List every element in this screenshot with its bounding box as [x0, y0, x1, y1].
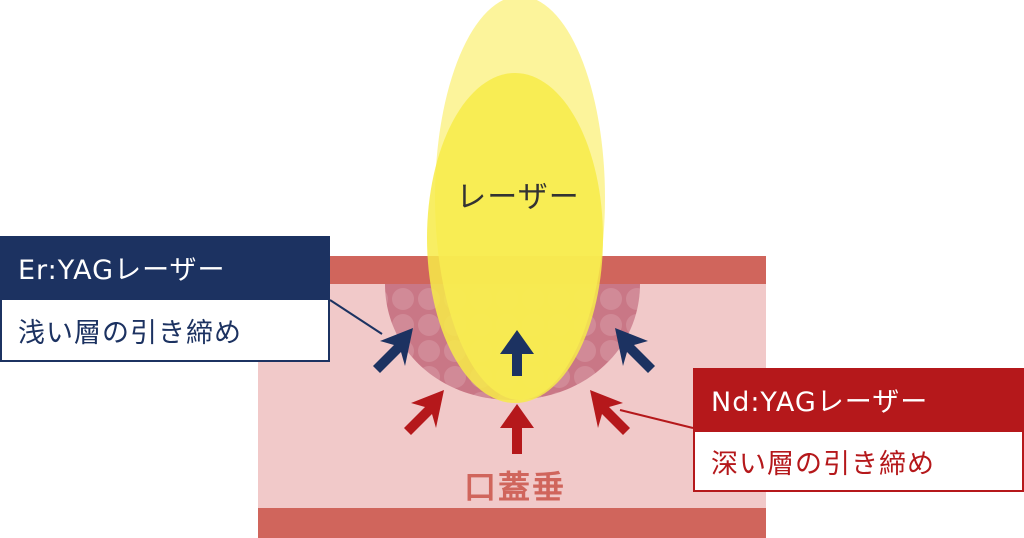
nd-yag-title: Nd:YAGレーザー	[693, 368, 1024, 430]
er-yag-title: Er:YAGレーザー	[0, 236, 330, 298]
tissue-bottom-band	[258, 508, 766, 538]
laser-label: レーザー	[456, 180, 580, 215]
er-arrow-center	[500, 330, 534, 376]
tissue-label: 口蓋垂	[463, 468, 566, 506]
nd-arrow-center	[500, 404, 534, 454]
er-leader-line	[329, 299, 383, 335]
laser-beam-core	[427, 73, 603, 403]
er-arrow-left	[373, 328, 413, 373]
er-yag-subtitle: 浅い層の引き締め	[0, 298, 330, 362]
nd-yag-subtitle: 深い層の引き締め	[693, 430, 1024, 492]
er-arrow-right	[615, 328, 655, 373]
nd-arrow-right	[590, 390, 630, 435]
nd-leader-line	[619, 409, 694, 429]
nd-arrow-left	[404, 390, 444, 435]
